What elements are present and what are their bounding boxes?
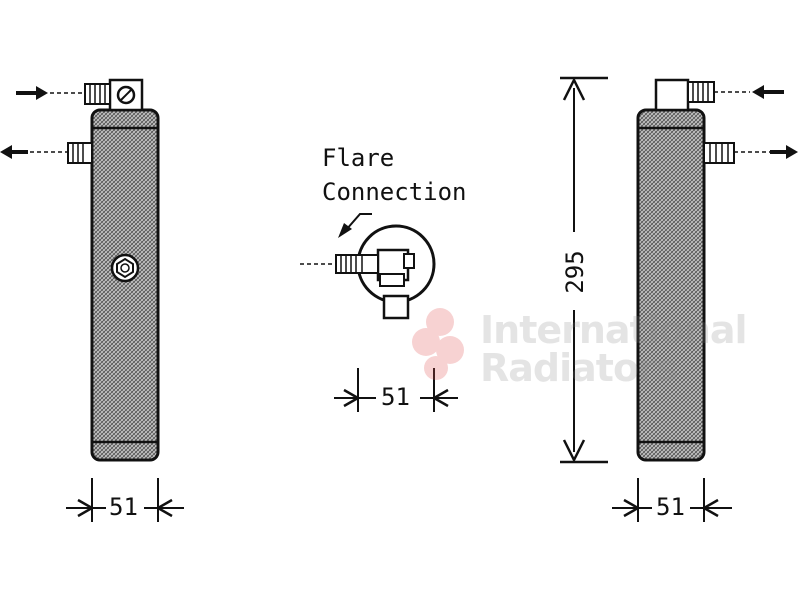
outlet-arrow-icon — [0, 145, 28, 159]
left-side-fitting — [67, 142, 93, 164]
center-top-view — [300, 213, 436, 320]
flare-pointer-arrow-icon — [338, 213, 372, 238]
right-inlet-arrow-icon — [752, 85, 784, 99]
flare-connection-label: Flare Connection — [322, 141, 467, 209]
right-drier-head — [654, 78, 690, 112]
height-dimension: 295 — [560, 76, 608, 464]
watermark-line2: Radiators — [480, 346, 678, 390]
center-width-label: 51 — [381, 383, 410, 411]
right-width-dimension — [612, 478, 732, 522]
right-receiver-drier — [636, 78, 798, 462]
center-width-dimension — [334, 368, 458, 412]
right-top-fitting — [687, 81, 715, 103]
left-top-fitting — [84, 83, 111, 105]
flare-fitting — [335, 254, 379, 274]
left-receiver-drier — [0, 78, 160, 462]
height-dimension-label: 295 — [561, 250, 589, 293]
right-side-fitting — [703, 142, 735, 164]
left-drier-body — [90, 108, 160, 462]
right-outlet-arrow-icon — [770, 145, 798, 159]
left-width-label: 51 — [109, 493, 138, 521]
inlet-arrow-icon — [16, 86, 48, 100]
flare-label-line1: Flare — [322, 144, 395, 172]
right-width-label: 51 — [656, 493, 685, 521]
right-drier-body — [636, 108, 706, 462]
flare-label-line2: Connection — [322, 178, 467, 206]
left-width-dimension — [66, 478, 184, 522]
watermark-logo-icon — [412, 308, 464, 380]
watermark-line1: International — [480, 308, 748, 352]
